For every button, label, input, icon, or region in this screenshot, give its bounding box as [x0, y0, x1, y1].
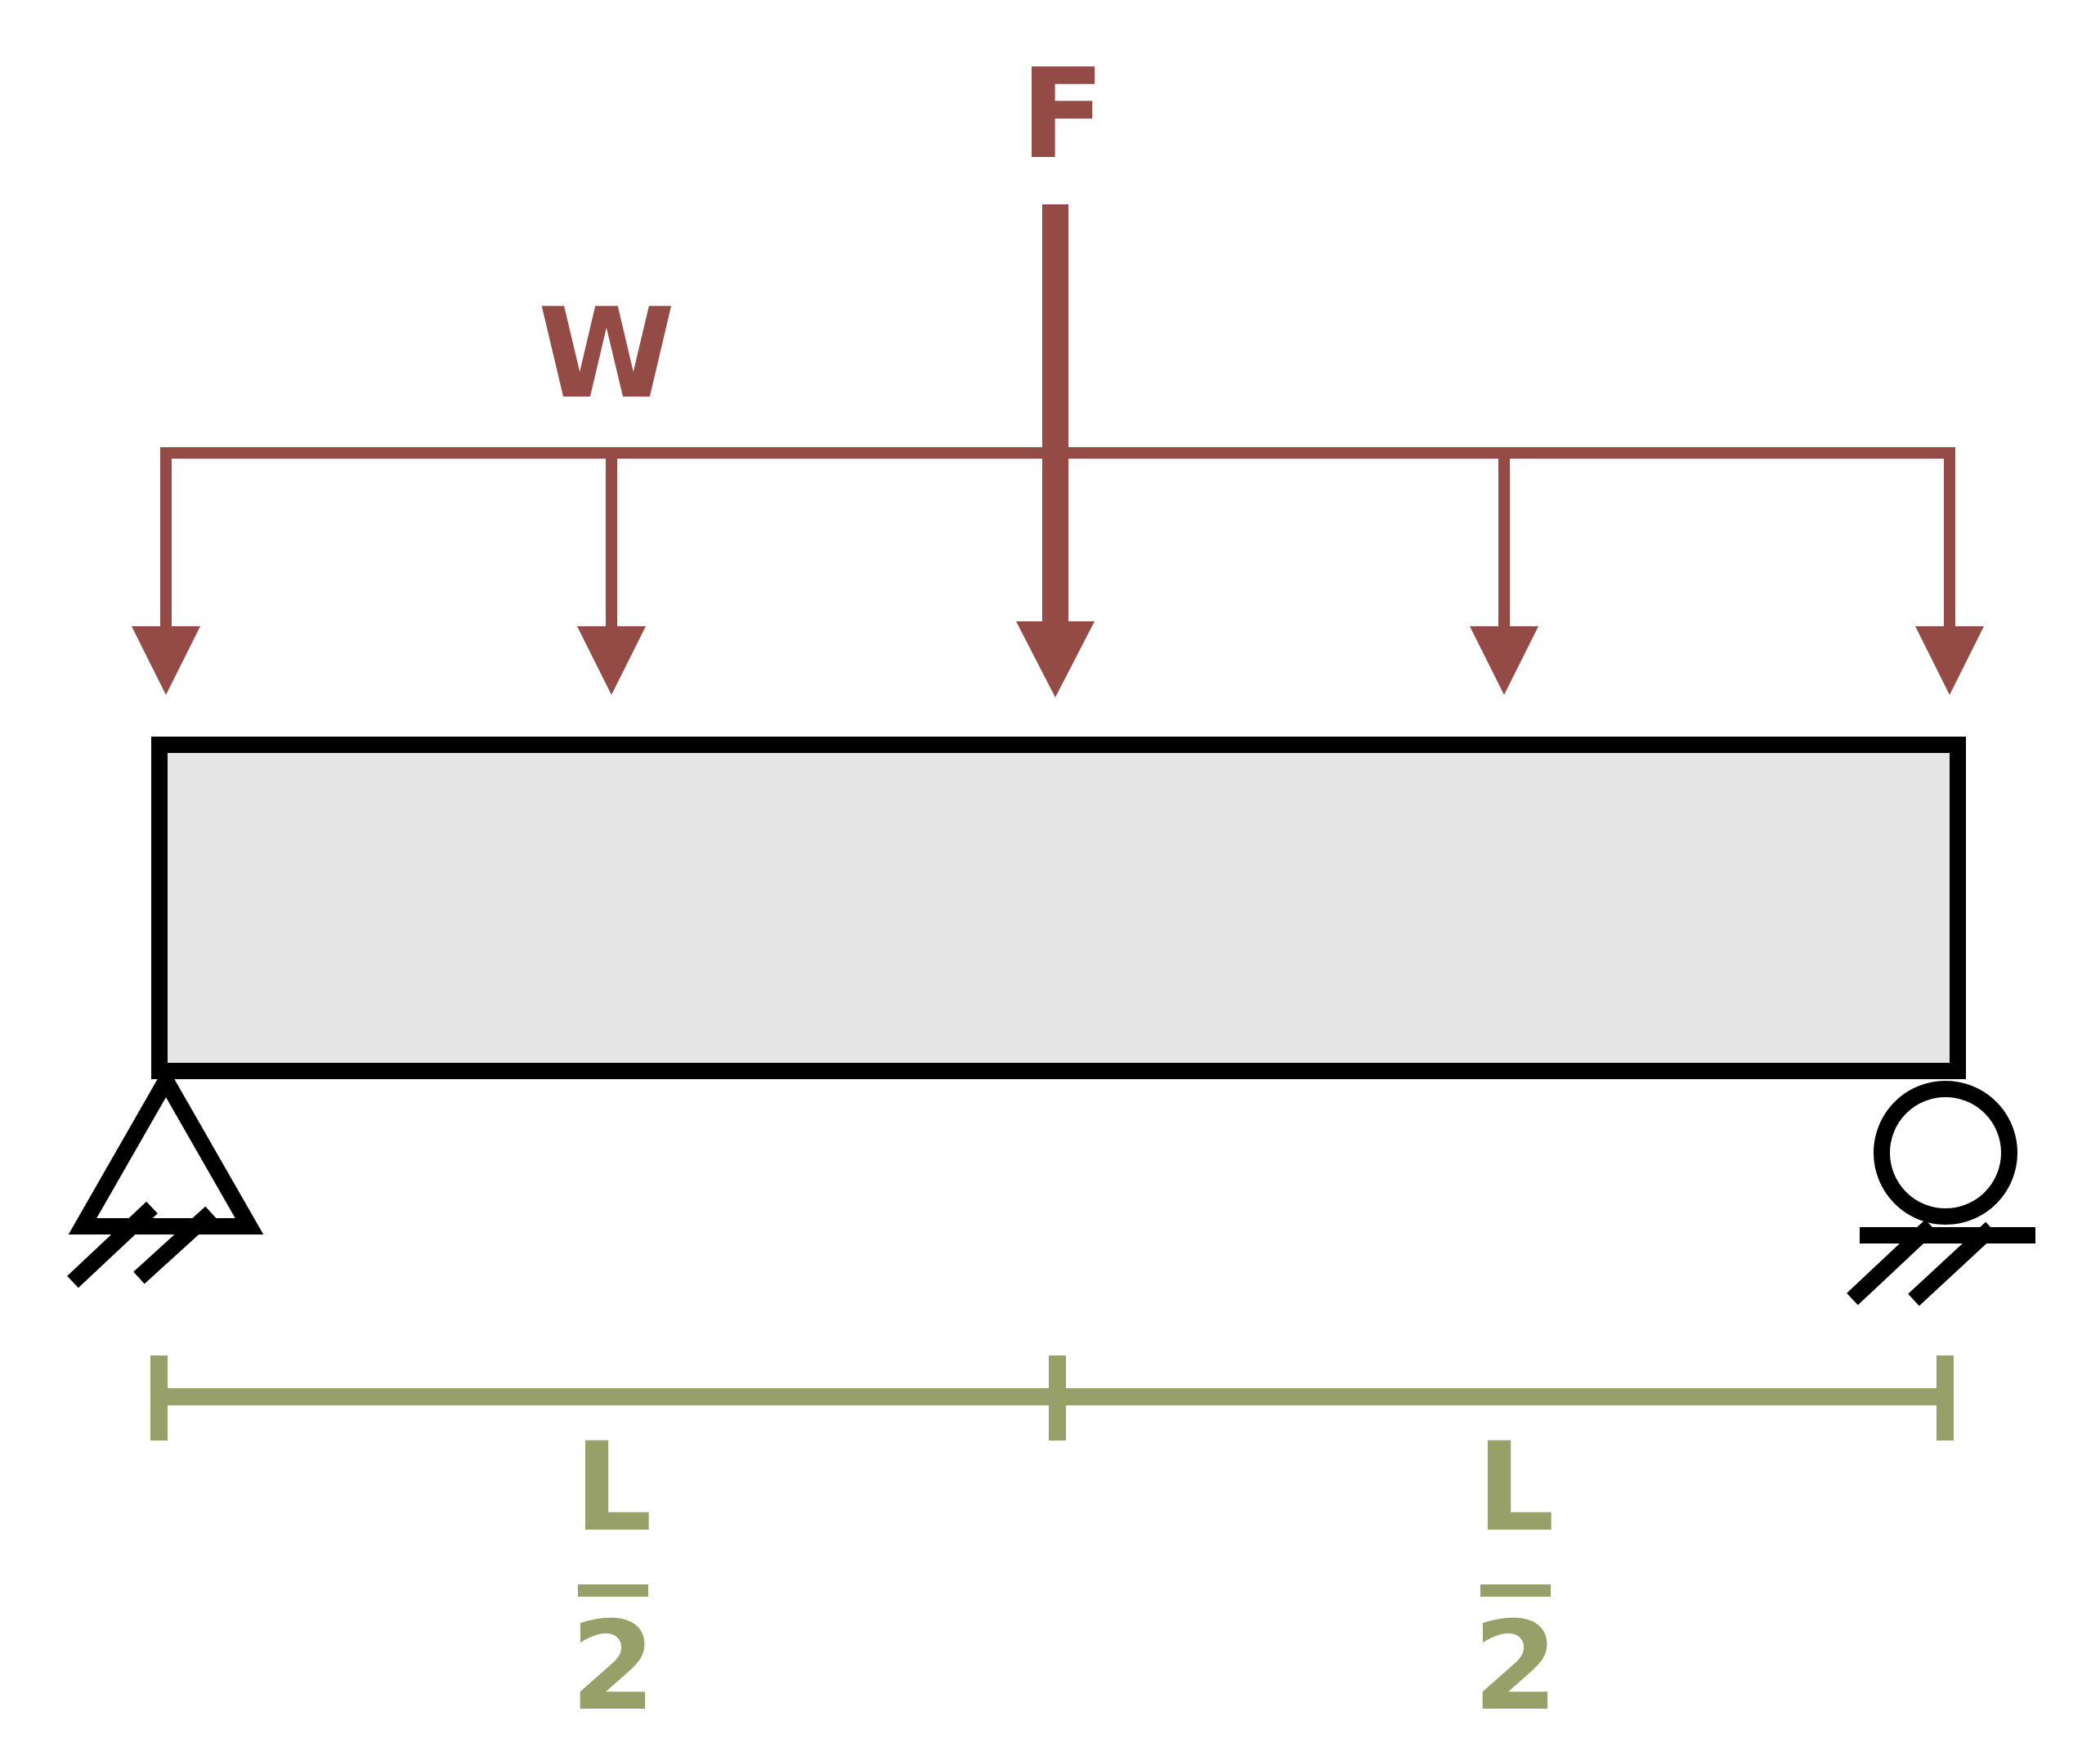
- distributed-load-label: W: [538, 281, 675, 426]
- pin-support-hatch-line: [67, 1201, 158, 1288]
- pin-support-hatch-line: [133, 1206, 217, 1284]
- span-label-left: L 2: [571, 1417, 656, 1738]
- span-label-right: L 2: [1473, 1417, 1558, 1738]
- distributed-load-arrow: [1470, 447, 1538, 695]
- roller-hatch-line: [1847, 1219, 1937, 1306]
- roller-circle: [1874, 1081, 2017, 1225]
- roller-hatch-line: [1908, 1221, 1997, 1306]
- span-label-left-fraction-bar: [578, 1584, 648, 1597]
- point-load-arrow: [1016, 204, 1095, 697]
- pin-support: [67, 1064, 264, 1288]
- distributed-load-arrow: [1915, 447, 1984, 695]
- distributed-load-arrow: [577, 447, 646, 695]
- span-label-right-denominator: 2: [1473, 1596, 1558, 1738]
- span-label-left-denominator: 2: [571, 1596, 656, 1738]
- distributed-load-arrow: [132, 447, 200, 695]
- dimension-tick-left: [150, 1355, 168, 1441]
- roller-support: [1847, 1081, 2035, 1306]
- dimension-tick-center: [1049, 1355, 1066, 1441]
- point-load: F: [1016, 42, 1105, 697]
- span-label-right-numerator: L: [1476, 1417, 1555, 1559]
- point-load-label: F: [1020, 42, 1105, 186]
- beam: [151, 737, 1966, 1079]
- dimension-group: L 2 L 2: [150, 1355, 1954, 1738]
- pin-support-triangle: [68, 1064, 264, 1234]
- span-label-right-fraction-bar: [1480, 1584, 1551, 1597]
- span-label-left-numerator: L: [574, 1417, 652, 1559]
- dimension-tick-right: [1937, 1355, 1954, 1441]
